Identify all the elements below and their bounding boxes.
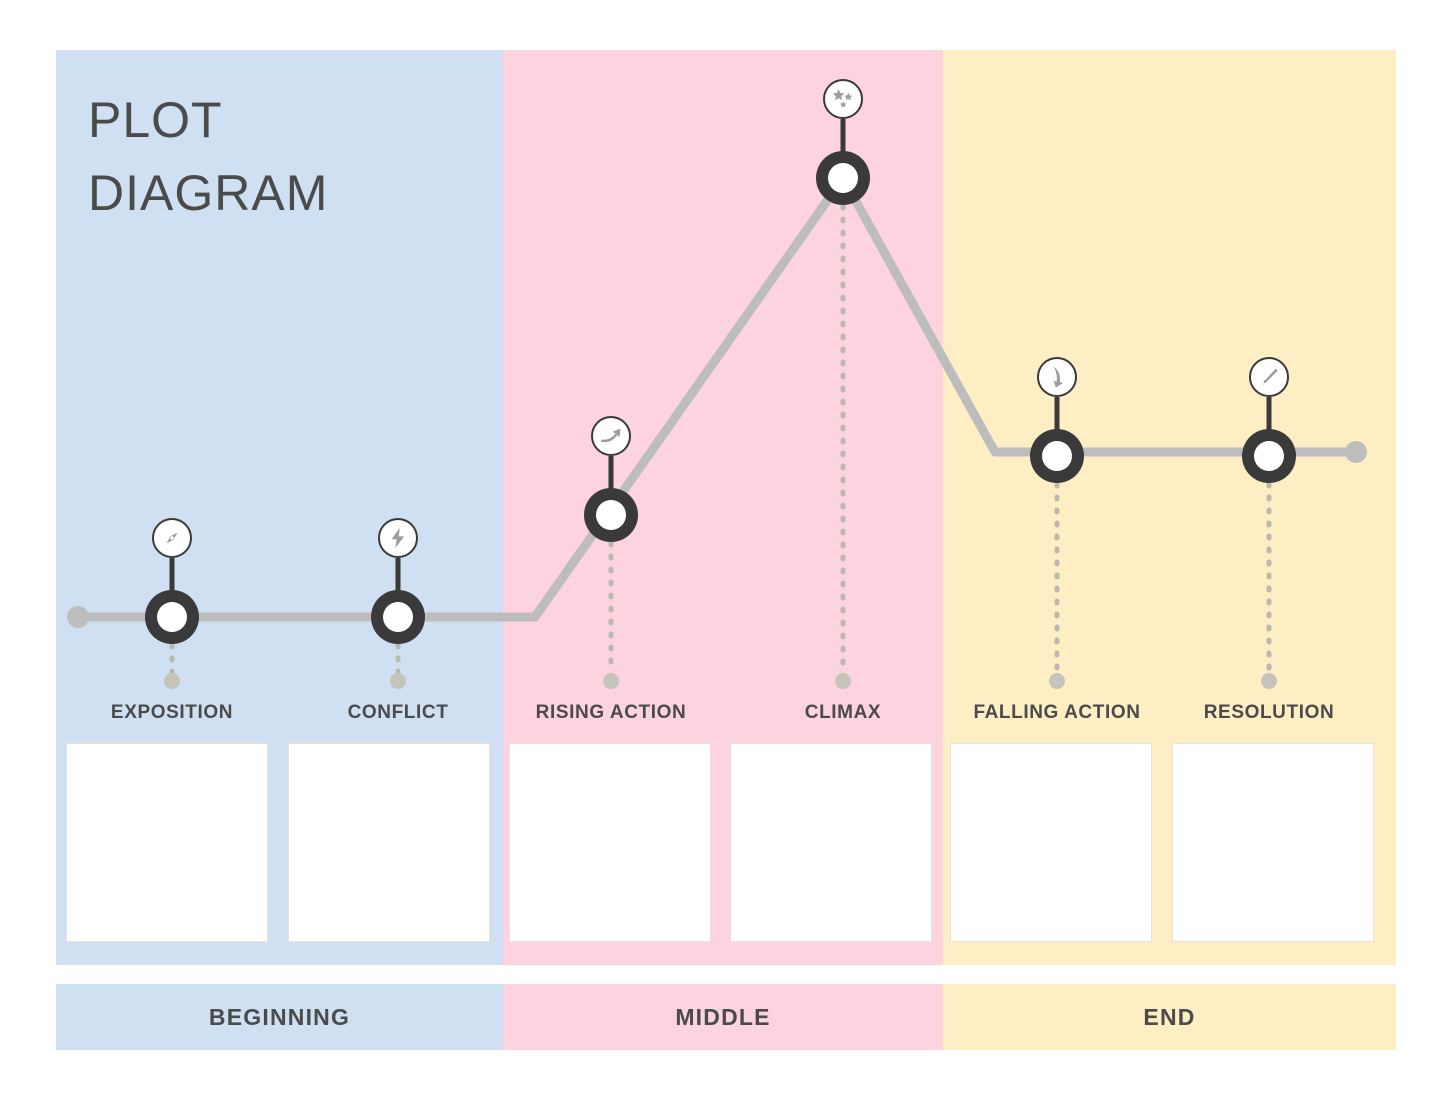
note-box-conflict[interactable] [288,743,490,942]
stage-label-conflict: CONFLICT [347,702,449,723]
act-label-end: END [1143,1003,1196,1030]
arrow-down-curve-icon[interactable] [1037,357,1077,397]
act-cell-end: END [943,984,1396,1050]
note-box-climax[interactable] [730,743,932,942]
note-box-exposition[interactable] [66,743,268,942]
pencil-icon[interactable] [1249,357,1289,397]
stars-icon[interactable] [823,79,863,119]
page-title: PLOT DIAGRAM [88,92,329,221]
act-label-beginning: BEGINNING [208,1003,351,1030]
note-box-falling-action[interactable] [950,743,1152,942]
compass-icon[interactable] [152,518,192,558]
stage-label-rising-action: RISING ACTION [535,702,687,723]
act-cell-middle: MIDDLE [503,984,943,1050]
note-box-resolution[interactable] [1172,743,1374,942]
stage-label-climax: CLIMAX [804,702,882,723]
lightning-bolt-icon[interactable] [378,518,418,558]
stage-label-resolution: RESOLUTION [1203,702,1335,723]
note-box-rising-action[interactable] [509,743,711,942]
arrow-up-curve-icon[interactable] [591,416,631,456]
stage-label-falling-action: FALLING ACTION [973,702,1141,723]
act-label-middle: MIDDLE [675,1003,771,1030]
act-cell-beginning: BEGINNING [56,984,503,1050]
stage-label-exposition: EXPOSITION [110,702,234,723]
